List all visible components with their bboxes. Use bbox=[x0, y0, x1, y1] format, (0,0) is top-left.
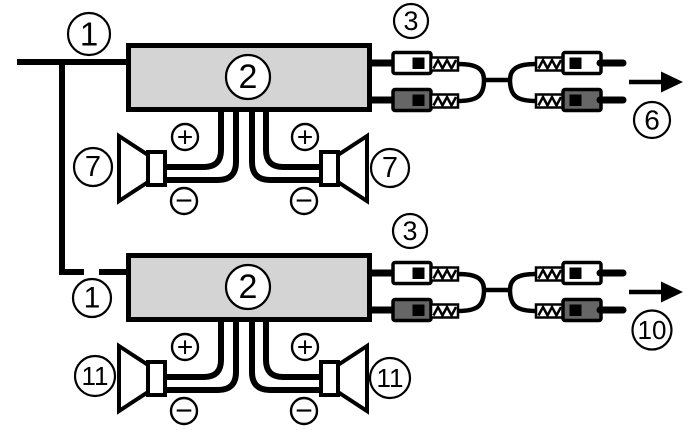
polarity-plus-badge: + bbox=[170, 122, 200, 153]
minus-icon: − bbox=[295, 185, 313, 218]
plus-icon: + bbox=[297, 332, 313, 363]
plus-icon: + bbox=[177, 122, 193, 153]
polarity-plus-badge: + bbox=[290, 122, 320, 153]
callout-10-num: 10 bbox=[638, 315, 667, 345]
polarity-plus-badge: + bbox=[170, 332, 200, 363]
callout-2-bottom-num: 2 bbox=[239, 268, 258, 306]
minus-icon: − bbox=[295, 395, 313, 428]
callout-3-top: 3 bbox=[392, 2, 430, 40]
callout-11-left-num: 11 bbox=[82, 361, 109, 391]
polarity-plus-badge: + bbox=[290, 332, 320, 363]
callout-2-bottom: 2 bbox=[224, 263, 272, 311]
callout-7-right-num: 7 bbox=[382, 152, 398, 184]
callout-1-bottom-num: 1 bbox=[84, 282, 101, 315]
callout-10: 10 bbox=[631, 309, 673, 351]
plus-icon: + bbox=[297, 122, 313, 153]
callout-6: 6 bbox=[632, 100, 672, 140]
callout-6-num: 6 bbox=[644, 105, 660, 136]
wire-1-branch bbox=[59, 62, 84, 275]
callout-2-top-num: 2 bbox=[239, 58, 258, 96]
callout-3-top-num: 3 bbox=[403, 6, 418, 36]
polarity-minus-badge: − bbox=[169, 185, 199, 218]
callout-3-bottom-num: 3 bbox=[402, 216, 417, 246]
callout-1-bottom: 1 bbox=[71, 277, 113, 319]
callout-7-right: 7 bbox=[369, 147, 411, 189]
polarity-minus-badge: − bbox=[169, 395, 199, 428]
plus-icon: + bbox=[177, 332, 193, 363]
callout-1-top: 1 bbox=[66, 11, 112, 57]
callout-7-left: 7 bbox=[72, 146, 114, 188]
callout-11-left: 11 bbox=[73, 354, 117, 398]
minus-icon: − bbox=[175, 185, 193, 218]
callout-11-right: 11 bbox=[368, 356, 412, 400]
minus-icon: − bbox=[175, 395, 193, 428]
callout-1-top-num: 1 bbox=[80, 16, 98, 53]
polarity-minus-badge: − bbox=[289, 395, 319, 428]
callout-2-top: 2 bbox=[224, 53, 272, 101]
polarity-minus-badge: − bbox=[289, 185, 319, 218]
callout-7-left-num: 7 bbox=[85, 151, 101, 183]
callout-11-right-num: 11 bbox=[377, 363, 404, 393]
callout-3-bottom: 3 bbox=[391, 212, 429, 250]
